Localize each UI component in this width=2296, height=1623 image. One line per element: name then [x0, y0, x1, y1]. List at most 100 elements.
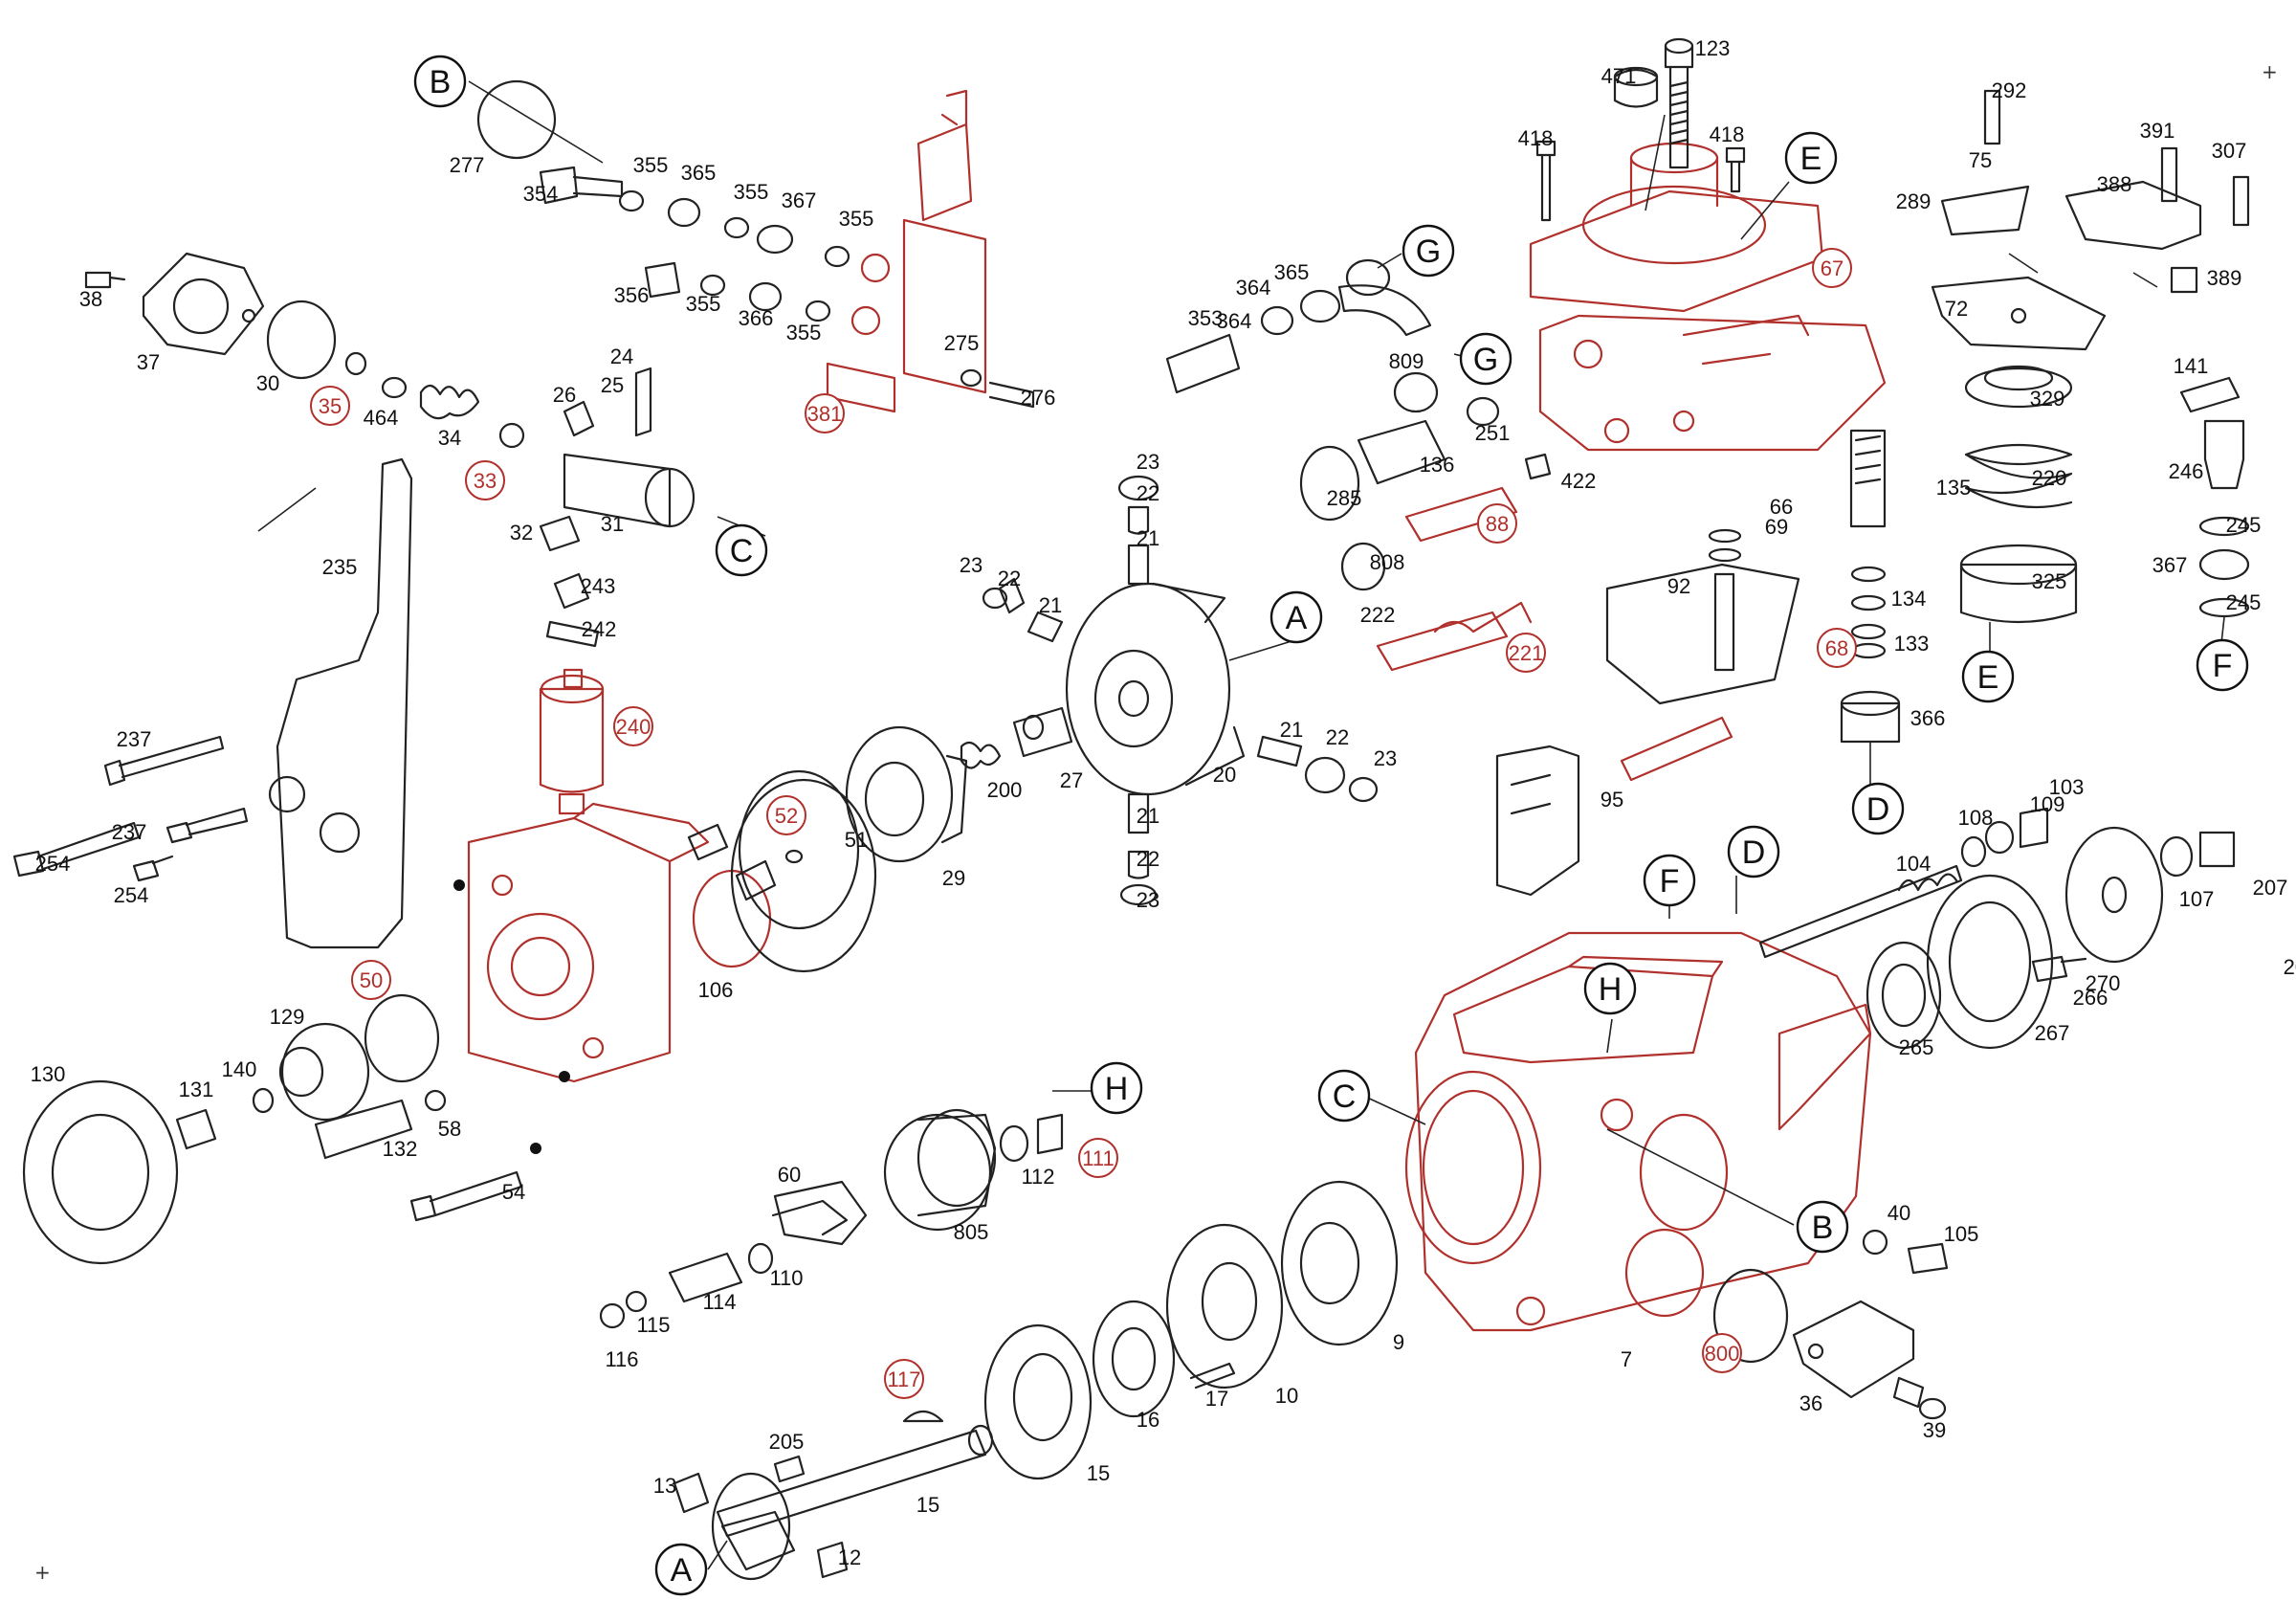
- callout-366: 366: [1910, 706, 1946, 730]
- letter-circle-B: [413, 55, 467, 108]
- callout-15: 15: [1087, 1461, 1110, 1485]
- callout-289: 289: [1896, 189, 1932, 213]
- callout-422: 422: [1561, 469, 1597, 493]
- callout-207: 207: [2253, 876, 2288, 900]
- callout-355: 355: [839, 207, 874, 231]
- pump-housing-800: [1404, 931, 1872, 1332]
- callout-353: 353: [1188, 306, 1224, 330]
- callout-266: 266: [2073, 986, 2108, 1010]
- callout-365: 365: [1274, 260, 1310, 284]
- solenoid-240: [539, 572, 605, 815]
- callout-ring-50: [351, 960, 391, 1000]
- callout-39: 39: [1923, 1418, 1946, 1442]
- letter-C: C: [1333, 1078, 1357, 1115]
- letter-circle-C: [1317, 1069, 1371, 1123]
- callout-464: 464: [364, 406, 399, 430]
- ring-277: [476, 79, 557, 160]
- callout-3: 3: [0, 0, 6, 5]
- callout-27: 27: [1060, 768, 1083, 792]
- cap-471: [1613, 66, 1659, 108]
- callout-267: 267: [2035, 1021, 2070, 1045]
- callout-222: 222: [1360, 603, 1396, 627]
- callout-237: 237: [117, 727, 152, 751]
- callout-123: 123: [1695, 36, 1731, 60]
- callout-808: 808: [1370, 550, 1405, 574]
- callout-205: 205: [769, 1430, 805, 1454]
- callout-ring-800: [1702, 1333, 1742, 1373]
- letter-G: G: [1416, 233, 1441, 270]
- letter-B: B: [430, 64, 452, 100]
- callout-220: 220: [2032, 466, 2067, 490]
- callout-254: 254: [35, 852, 71, 876]
- callout-66: 66: [1770, 495, 1793, 519]
- lever-plates: [1931, 89, 2250, 351]
- distributor-head-50: [467, 802, 777, 1083]
- callout-270: 270: [2086, 971, 2121, 995]
- callout-364: 364: [1217, 309, 1252, 333]
- callout-115: 115: [636, 1313, 670, 1337]
- callout-135: 135: [1936, 476, 1972, 500]
- callout-206: 206: [2284, 955, 2296, 979]
- callout-104: 104: [1896, 852, 1932, 876]
- callout-391: 391: [2140, 119, 2175, 143]
- callout-246: 246: [2169, 459, 2204, 483]
- callout-ring-221: [1506, 633, 1546, 673]
- callout-ring-117: [884, 1359, 924, 1399]
- callout-23: 23: [1137, 888, 1159, 912]
- callout-23: 23: [960, 553, 982, 577]
- callout-240: 240: [616, 715, 651, 739]
- cover-39-assembly: [1712, 1229, 1949, 1420]
- callout-107: 107: [2179, 887, 2215, 911]
- seal-ring-51: [738, 769, 860, 930]
- callout-ring-67: [1812, 248, 1852, 288]
- callout-110: 110: [769, 1266, 803, 1290]
- callout-22: 22: [1326, 725, 1349, 749]
- callout-16: 16: [1137, 1408, 1159, 1432]
- callout-141: 141: [2174, 354, 2209, 378]
- callout-117: 117: [887, 1367, 920, 1391]
- callout-9: 9: [1393, 1330, 1404, 1354]
- callout-21: 21: [1137, 804, 1159, 828]
- letter-E: E: [1800, 141, 1822, 177]
- callout-325: 325: [2032, 569, 2067, 593]
- screws-418: [1535, 140, 1746, 222]
- callout-7: 7: [1621, 1347, 1632, 1371]
- callout-471: 471: [1601, 64, 1637, 88]
- callout-23: 23: [1137, 450, 1159, 474]
- callout-251: 251: [1475, 421, 1511, 445]
- stop-lever-95: [1495, 745, 1580, 897]
- banjo-fitting-381: [826, 89, 987, 413]
- callout-275: 275: [944, 331, 980, 355]
- callout-285: 285: [1327, 486, 1362, 510]
- callout-72: 72: [1945, 297, 1968, 321]
- rod-and-gasket-92: [1605, 528, 1800, 782]
- callout-22: 22: [1137, 481, 1159, 505]
- bracket-235: [268, 457, 413, 949]
- callout-129: 129: [270, 1005, 305, 1029]
- callout-105: 105: [1944, 1222, 1979, 1246]
- callout-235: 235: [322, 555, 358, 579]
- callout-ring-68: [1817, 628, 1857, 668]
- letter-D: D: [1742, 834, 1766, 871]
- right-stack-141-245: [2179, 376, 2250, 618]
- callout-112: 112: [1021, 1165, 1054, 1189]
- callout-418: 418: [1518, 126, 1554, 150]
- callout-37: 37: [137, 350, 160, 374]
- callout-329: 329: [2030, 387, 2065, 411]
- callout-95: 95: [1601, 788, 1623, 812]
- letter-circle-D: [1727, 825, 1780, 878]
- callout-381: 381: [807, 402, 843, 426]
- callout-242: 242: [582, 617, 617, 641]
- callout-ring-33: [465, 460, 505, 500]
- callout-245: 245: [2226, 513, 2262, 537]
- callout-26: 26: [553, 383, 576, 407]
- callout-355: 355: [633, 153, 669, 177]
- callout-24: 24: [610, 345, 633, 368]
- letter-circle-H: [1090, 1061, 1143, 1115]
- letter-circle-E: [1784, 131, 1838, 185]
- callout-20: 20: [1213, 763, 1236, 787]
- callout-22: 22: [998, 567, 1021, 590]
- callout-388: 388: [2097, 172, 2132, 196]
- callout-365: 365: [681, 161, 717, 185]
- callout-136: 136: [1420, 453, 1455, 477]
